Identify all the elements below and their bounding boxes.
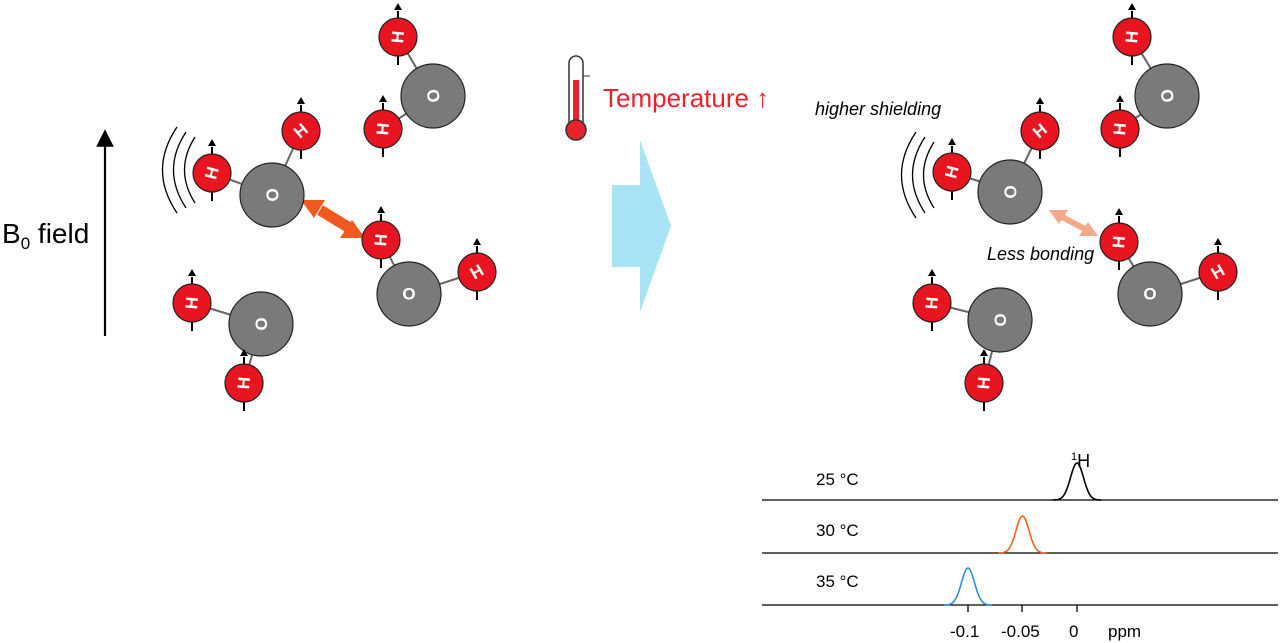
spin-arrow (377, 206, 385, 268)
spin-arrow (473, 238, 481, 300)
water-molecule: OHH (1099, 208, 1238, 327)
oxygen-symbol: O (262, 188, 282, 203)
hydrogen-symbol: H (182, 296, 202, 310)
oxygen-symbol: O (402, 285, 415, 304)
hydrogen-atom (281, 111, 321, 151)
hydrogen-symbol: H (388, 30, 408, 44)
hydrogen-atom (363, 109, 403, 149)
hydrogen-atom (378, 17, 418, 57)
oxygen-atom (977, 159, 1043, 225)
water-molecule: OHH (932, 97, 1060, 225)
spectrum-label-30: 30 °C (816, 521, 859, 540)
hydrogen-symbol: H (371, 233, 391, 247)
nmr-peak (998, 515, 1047, 554)
spin-arrow (188, 269, 196, 331)
hydrogen-symbol: H (373, 122, 393, 136)
oxygen-atom (376, 261, 442, 327)
spin-arrow (1036, 97, 1044, 159)
oxygen-atom (1134, 63, 1200, 129)
spin-arrow (948, 138, 956, 200)
hydrogen-symbol: H (234, 376, 254, 390)
water-molecule: O H H (363, 3, 466, 157)
water-molecule: OHH (192, 97, 321, 228)
spin-arrow (1116, 95, 1124, 157)
spin-arrow (394, 3, 402, 65)
axis-unit-label: ppm (1108, 622, 1142, 641)
spin-arrow (1115, 208, 1123, 270)
b0-field-label: B0 field (2, 218, 90, 253)
hydrogen-symbol: H (1109, 235, 1129, 249)
hydrogen-bond-arrow-weak (1049, 210, 1098, 236)
hydrogen-symbol: H (974, 376, 994, 390)
oxygen-atom (967, 287, 1033, 353)
thermometer-icon (565, 55, 590, 141)
spin-arrow (379, 95, 387, 157)
axis-tick-label: 0 (1069, 622, 1079, 641)
oxygen-atom (400, 63, 466, 129)
hydrogen-symbol: H (1110, 122, 1130, 136)
hydrogen-atom (912, 283, 952, 323)
spin-arrow (240, 349, 248, 411)
nmr-peak (943, 567, 993, 606)
right-arrow-icon (612, 140, 671, 312)
oxygen-symbol: O (252, 317, 271, 330)
spectrum-label-35: 35 °C (816, 572, 859, 591)
spin-arrow (980, 349, 988, 411)
hydrogen-atom (932, 152, 972, 192)
spectrum-baselines (762, 499, 1278, 606)
oxygen-symbol: O (1143, 285, 1156, 304)
oxygen-atom (228, 291, 294, 357)
spin-arrow (928, 269, 936, 331)
spectrum-label-25: 25 °C (816, 470, 859, 489)
hydrogen-atom (192, 153, 232, 193)
oxygen-symbol: O (1000, 185, 1020, 200)
water-molecule: O H H (1100, 3, 1200, 157)
hydrogen-atom (1112, 17, 1152, 57)
hydrogen-symbol: H (922, 296, 942, 310)
hydrogen-symbol: H (1122, 30, 1142, 44)
hydrogen-atom (1020, 111, 1060, 151)
hydrogen-bond-arrow-strong (301, 200, 365, 238)
axis-tick-label: -0.1 (950, 622, 980, 641)
hydrogen-atom (1198, 252, 1238, 292)
oxygen-symbol: O (422, 88, 443, 104)
hydrogen-atom (1099, 222, 1139, 262)
spin-arrow (208, 139, 216, 201)
temperature-label: Temperature ↑ (603, 83, 770, 113)
oxygen-symbol: O (1156, 88, 1177, 104)
hydrogen-atom (224, 363, 264, 403)
higher-shielding-label: higher shielding (815, 99, 942, 119)
oxygen-symbol: O (991, 313, 1010, 326)
less-bonding-label: Less bonding (987, 244, 1095, 264)
hydrogen-symbol: H (941, 164, 963, 181)
water-molecule: OHH (361, 206, 497, 327)
hydrogen-atom (964, 363, 1004, 403)
shielding-arcs-left (161, 126, 196, 214)
hydrogen-symbol: H (201, 165, 223, 182)
nmr-peak (1052, 462, 1102, 501)
spin-arrow (1214, 238, 1222, 300)
hydrogen-atom (1100, 109, 1140, 149)
nucleus-label: 1H (1071, 451, 1091, 471)
oxygen-atom (239, 162, 305, 228)
spin-arrow (297, 97, 305, 159)
shielding-arcs-right (900, 131, 935, 219)
hydrogen-atom (172, 283, 212, 323)
spin-arrow (1128, 3, 1136, 65)
spectrum-axis-ticks (967, 605, 1078, 612)
hydrogen-atom (361, 220, 401, 260)
water-molecule: O H H (912, 269, 1033, 411)
axis-tick-label: -0.05 (1001, 622, 1040, 641)
oxygen-atom (1117, 261, 1183, 327)
hydrogen-atom (457, 252, 497, 292)
water-molecule: O H H (172, 269, 294, 411)
